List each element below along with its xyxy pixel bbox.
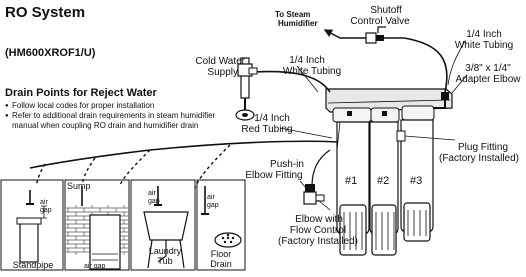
label-standpipe-air: air (40, 199, 48, 206)
shutoff-valve (365, 26, 386, 44)
label-to-steam: To Steam (275, 10, 311, 19)
floor-drain (196, 179, 246, 271)
white-tubing-supply (253, 70, 331, 93)
laundry-tub-drain (130, 179, 196, 271)
label-control-valve: Control Valve (350, 16, 410, 27)
label-flow-control: Flow Control (289, 225, 347, 236)
filter-number-2: #2 (377, 175, 390, 187)
drain-points-heading: Drain Points for Reject Water (5, 87, 157, 99)
label-sump-air-gap: air gap (84, 263, 106, 270)
label-push-in: Push-in (270, 159, 304, 170)
label-standpipe: Standpipe (12, 260, 54, 270)
label-laundry: Laundry (148, 246, 182, 256)
label-tub: Tub (157, 256, 173, 266)
label-plug-factory: (Factory Installed) (438, 153, 520, 164)
red-tubing-drain (29, 140, 338, 169)
label-floor-air: air (207, 194, 215, 201)
installation-notes: Follow local codes for proper installati… (5, 101, 237, 131)
label-drain: Drain (210, 259, 232, 269)
label-laundry-air: air (148, 190, 156, 197)
model-number: (HM600XROF1/U) (5, 47, 96, 59)
label-plug-fitting: Plug Fitting (457, 142, 509, 153)
sump-drain (64, 179, 130, 271)
ro-unit (325, 88, 453, 256)
label-cold-water: Cold Water (195, 56, 245, 67)
label-white-tubing-top-size: 1/4 Inch (466, 29, 502, 40)
label-red-tubing-size: 1/4 Inch (254, 113, 290, 124)
label-humidifier: Humidifier (278, 19, 318, 28)
label-white-tubing-mid: White Tubing (282, 66, 342, 77)
standpipe-drain (0, 179, 64, 271)
label-white-tubing-top: White Tubing (454, 40, 514, 51)
label-floor-gap: gap (207, 202, 219, 209)
label-standpipe-gap: gap (40, 207, 52, 214)
note-item: Refer to additional drain requirements i… (5, 111, 237, 131)
filter-number-3: #3 (410, 175, 423, 187)
label-shutoff: Shutoff (370, 5, 402, 16)
label-white-tubing-mid-size: 1/4 Inch (289, 55, 325, 66)
label-adapter-size: 3/8" x 1/4" (465, 63, 511, 74)
label-red-tubing: Red Tubing (241, 124, 293, 135)
label-floor: Floor (210, 249, 232, 259)
label-laundry-gap: gap (148, 198, 160, 205)
label-adapter-elbow: Adapter Elbow (455, 74, 521, 85)
white-tubing-output (403, 37, 448, 93)
label-supply: Supply (207, 67, 238, 78)
note-item: Follow local codes for proper installati… (5, 101, 237, 111)
label-elbow-fitting: Elbow Fitting (245, 170, 303, 181)
tubing-to-humidifier (323, 29, 366, 39)
filter-number-1: #1 (345, 175, 358, 187)
cold-water-supply-valve (235, 57, 258, 121)
label-elbow-with: Elbow with (295, 214, 343, 225)
label-elbow-factory: (Factory Installed) (277, 236, 359, 247)
push-in-elbow-fitting (303, 184, 325, 205)
label-sump: Sump (67, 181, 91, 191)
page-title: RO System (5, 4, 86, 21)
